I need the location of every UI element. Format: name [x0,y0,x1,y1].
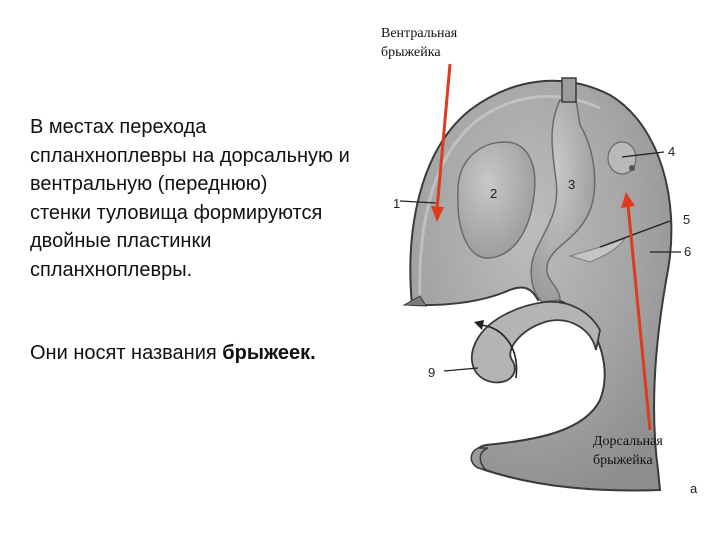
label-2: 2 [490,186,497,201]
loop-9 [470,300,601,384]
body-line: спланхноплевры. [30,258,193,281]
vessel-4 [607,141,637,175]
leader-4 [621,151,665,158]
label-3: 3 [568,177,575,192]
callout-ventral: Вентральная брыжейка [381,24,457,62]
organ-2 [457,141,536,259]
label-4: 4 [668,144,675,159]
body-line: спланхноплевры на дорсальную и [30,144,350,167]
dorsal-arrow [626,204,652,431]
callout-ventral-line: Вентральная [381,26,458,41]
label-6: 6 [684,244,691,259]
note-term: брыжеек. [222,342,316,364]
label-a: а [690,481,698,496]
arc-arrowhead [474,320,484,330]
label-1: 1 [393,196,400,211]
leader-9 [443,367,479,372]
note-prefix: Они носят названия [30,342,223,364]
organ-3 [530,99,596,303]
body-line: В местах перехода [30,116,207,138]
callout-dorsal-line: Дорсальная [593,434,663,449]
leader-1 [399,200,437,204]
callout-dorsal-line: брыжейка [593,453,653,468]
callout-dorsal: Дорсальная брыжейка [593,432,663,470]
note-text: Они носят названия брыжеек. [30,342,316,365]
top-stalk [561,77,577,103]
dorsal-arrowhead [621,192,635,208]
ventral-arrow [435,63,452,211]
label-9: 9 [428,365,435,380]
callout-ventral-line: брыжейка [381,45,441,60]
body-line: стенки туловища формируются [30,201,323,224]
vessel-lumen [629,165,635,171]
body-line: двойные пластинки [30,230,212,252]
lower-gut [470,447,489,472]
cavity-shadow [418,95,601,301]
body-text: В местах перехода спланхноплевры на дорс… [30,113,370,284]
ventral-arrowhead [431,206,444,222]
ventral-lip [402,295,427,307]
label-5: 5 [683,212,690,227]
loop-arc [477,324,518,379]
body-line: вентральную (переднюю) [30,173,268,195]
leader-5 [599,220,671,248]
